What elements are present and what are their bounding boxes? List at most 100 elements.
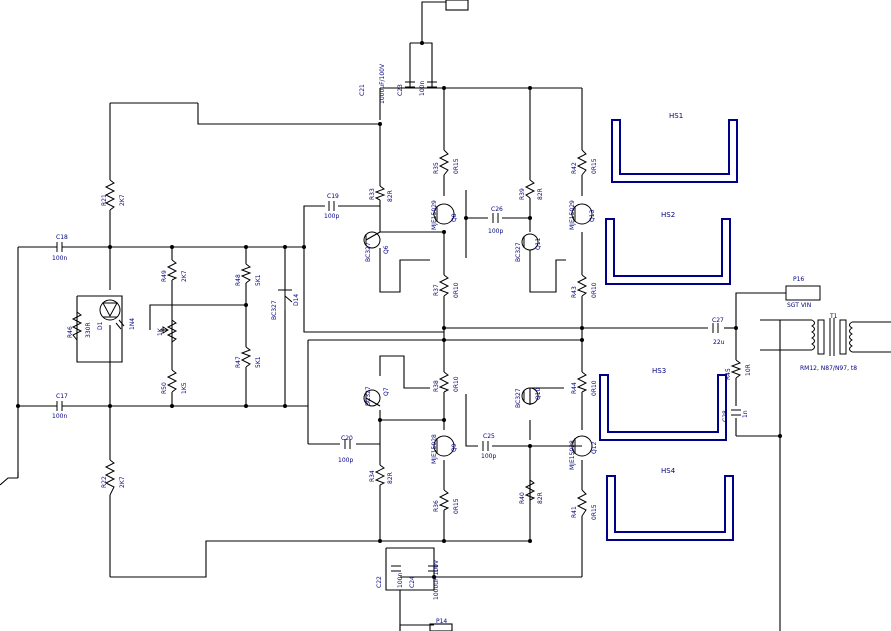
- svg-text:Q11: Q11: [535, 237, 542, 250]
- svg-text:P16: P16: [793, 276, 804, 283]
- resistor-r33: R33 82R: [369, 185, 394, 202]
- svg-text:R22: R22: [101, 476, 108, 488]
- resistor-r34: R34 82R: [369, 464, 394, 486]
- svg-text:0R10: 0R10: [591, 282, 598, 298]
- svg-text:R43: R43: [571, 286, 578, 298]
- transistor-q13: MJE15029 Q13: [569, 200, 596, 230]
- svg-text:D1: D1: [97, 321, 104, 330]
- svg-text:100n: 100n: [52, 413, 67, 420]
- resistor-r48: R48 5K1: [235, 263, 262, 286]
- svg-text:Q6: Q6: [383, 245, 390, 254]
- svg-text:BC327: BC327: [515, 388, 522, 408]
- svg-text:C25: C25: [483, 433, 495, 440]
- svg-text:P14: P14: [436, 618, 447, 625]
- resistor-r42: R42 0R15: [571, 149, 598, 176]
- potentiometer-vr: 1K: [157, 319, 178, 343]
- svg-text:22u: 22u: [713, 339, 725, 346]
- svg-text:Q10: Q10: [535, 387, 542, 400]
- svg-text:T1: T1: [829, 313, 838, 320]
- heatsink-hs1: HS1: [611, 112, 738, 183]
- resistor-r36: R36 0R15: [433, 489, 460, 514]
- svg-text:0R15: 0R15: [591, 158, 598, 174]
- connector-p14: P14: [436, 618, 447, 625]
- svg-text:R39: R39: [519, 188, 526, 200]
- svg-text:HS4: HS4: [661, 467, 676, 475]
- svg-text:C26: C26: [491, 206, 503, 213]
- svg-text:R45: R45: [725, 368, 732, 380]
- svg-text:C22: C22: [376, 576, 383, 588]
- svg-text:82R: 82R: [387, 472, 394, 484]
- svg-text:1000uF/100V: 1000uF/100V: [433, 559, 440, 600]
- svg-text:R46: R46: [67, 326, 74, 338]
- transistor-q10: BC327 Q10: [515, 387, 542, 408]
- resistor-r38: R38 0R10: [433, 371, 460, 393]
- svg-text:R34: R34: [369, 470, 376, 482]
- resistor-r40: R40 82R: [519, 479, 544, 504]
- svg-text:C23: C23: [397, 84, 404, 96]
- transistor-q8: MJE15029 Q8: [431, 200, 458, 230]
- svg-text:Q13: Q13: [589, 209, 596, 222]
- svg-text:R36: R36: [433, 500, 440, 512]
- svg-text:R42: R42: [571, 162, 578, 174]
- svg-text:C18: C18: [56, 234, 68, 241]
- svg-text:R35: R35: [433, 162, 440, 174]
- svg-text:Q7: Q7: [383, 387, 390, 396]
- svg-text:5K1: 5K1: [255, 274, 262, 286]
- svg-text:Q12: Q12: [591, 441, 598, 454]
- svg-text:2K7: 2K7: [119, 476, 126, 488]
- capacitor-c24: C24 1000uF/100V: [409, 559, 440, 600]
- svg-text:1K5: 1K5: [181, 382, 188, 394]
- led-d1: D1 1N4: [97, 299, 136, 330]
- svg-text:5K1: 5K1: [255, 356, 262, 368]
- resistor-r45: R45 10R: [725, 359, 752, 380]
- svg-text:1N4: 1N4: [129, 318, 136, 330]
- svg-text:C19: C19: [327, 193, 339, 200]
- resistor-r49: R49 2K7: [161, 259, 188, 282]
- svg-text:R37: R37: [433, 284, 440, 296]
- heatsink-hs4: HS4: [606, 467, 734, 541]
- resistor-r41: R41 0R15: [571, 489, 598, 520]
- svg-text:1000uF/100V: 1000uF/100V: [379, 63, 386, 104]
- svg-text:R33: R33: [369, 188, 376, 200]
- svg-text:MJE15029: MJE15029: [569, 200, 576, 230]
- svg-text:0R10: 0R10: [453, 282, 460, 298]
- svg-text:C24: C24: [409, 576, 416, 588]
- svg-text:D14: D14: [293, 294, 300, 306]
- svg-text:100n: 100n: [419, 81, 426, 96]
- svg-text:100p: 100p: [338, 457, 353, 464]
- junction-dots: [16, 41, 782, 579]
- svg-text:0R15: 0R15: [453, 158, 460, 174]
- svg-text:1n: 1n: [742, 410, 749, 418]
- capacitor-c27: C27 22u: [712, 317, 725, 346]
- svg-text:0R10: 0R10: [453, 376, 460, 392]
- resistor-r37: R37 0R10: [433, 274, 460, 298]
- svg-text:HS1: HS1: [669, 112, 683, 120]
- svg-text:HS3: HS3: [652, 367, 666, 375]
- svg-text:82R: 82R: [537, 492, 544, 504]
- svg-text:MJE15028: MJE15028: [569, 440, 576, 470]
- transistor-q12: MJE15028 Q12: [569, 435, 598, 470]
- transformer-t1: T1 RM12, N87/N97, t8: [800, 313, 857, 372]
- svg-text:10R: 10R: [745, 364, 752, 376]
- svg-text:82R: 82R: [537, 188, 544, 200]
- resistor-r50: R50 1K5: [161, 369, 188, 394]
- svg-text:R50: R50: [161, 382, 168, 394]
- svg-text:MJE15029: MJE15029: [431, 200, 438, 230]
- resistor-r46: R46 330R: [67, 311, 92, 341]
- svg-text:0R10: 0R10: [591, 380, 598, 396]
- svg-text:C20: C20: [341, 435, 353, 442]
- svg-text:HS2: HS2: [661, 211, 675, 219]
- resistor-r21: R21 2K7: [101, 179, 126, 211]
- svg-text:MJE15028: MJE15028: [431, 434, 438, 464]
- transistor-q6: BC327 Q6: [363, 231, 390, 262]
- svg-text:BC327: BC327: [271, 300, 278, 320]
- svg-text:SGT VIN: SGT VIN: [787, 302, 811, 309]
- capacitor-c20: C20 100p: [338, 435, 353, 464]
- svg-text:BC327: BC327: [365, 386, 372, 406]
- svg-text:R38: R38: [433, 380, 440, 392]
- svg-text:R44: R44: [571, 382, 578, 394]
- svg-text:100p: 100p: [481, 453, 496, 460]
- svg-text:C28: C28: [722, 410, 729, 422]
- svg-text:100p: 100p: [324, 213, 339, 220]
